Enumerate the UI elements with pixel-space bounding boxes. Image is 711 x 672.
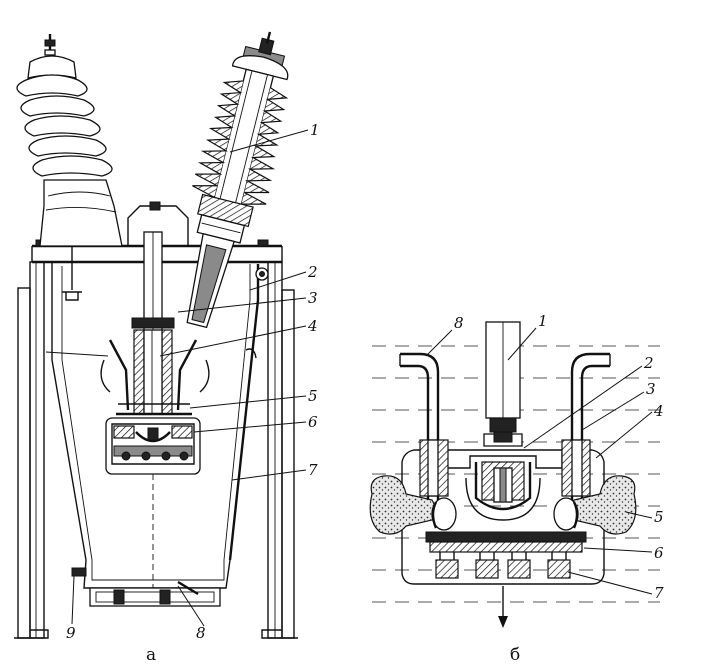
label-b-1: 1 (538, 312, 548, 330)
label-b-3: 3 (646, 380, 656, 398)
flow-arrow (498, 586, 508, 628)
label-b-7: 7 (654, 584, 664, 602)
label-b-6: 6 (654, 544, 664, 562)
vent-pipes (399, 352, 611, 518)
label-a-3: 3 (308, 289, 318, 307)
label-a-1: 1 (310, 121, 320, 139)
label-b-5: 5 (654, 508, 664, 526)
label-a-9: 9 (66, 624, 76, 642)
side-clamp (245, 267, 269, 359)
label-a-8: 8 (196, 624, 206, 642)
bottom-tray (71, 567, 221, 607)
insulating-rings (369, 475, 637, 535)
caption-b: б (510, 645, 520, 665)
label-a-4: 4 (307, 317, 318, 335)
label-b-8: 8 (454, 314, 464, 332)
diagram-a: 1 2 3 4 5 6 7 8 9 а (14, 31, 320, 665)
label-a-5: 5 (308, 387, 318, 405)
label-a-6: 6 (308, 413, 318, 431)
caption-a: а (146, 645, 156, 665)
label-b-4: 4 (653, 402, 664, 420)
leader-lines-a (71, 129, 309, 627)
label-b-2: 2 (643, 354, 654, 372)
leader-lines-b (425, 327, 653, 595)
label-a-2: 2 (307, 263, 318, 281)
central-rod (483, 321, 523, 447)
label-a-7: 7 (308, 461, 318, 479)
arc-chamber (401, 449, 605, 585)
left-bushing (16, 34, 123, 301)
contact-system (100, 231, 210, 600)
right-bushing (186, 31, 289, 329)
grid-plates (425, 531, 587, 579)
diagram-b: 8 1 2 3 4 5 6 7 б (369, 312, 664, 665)
